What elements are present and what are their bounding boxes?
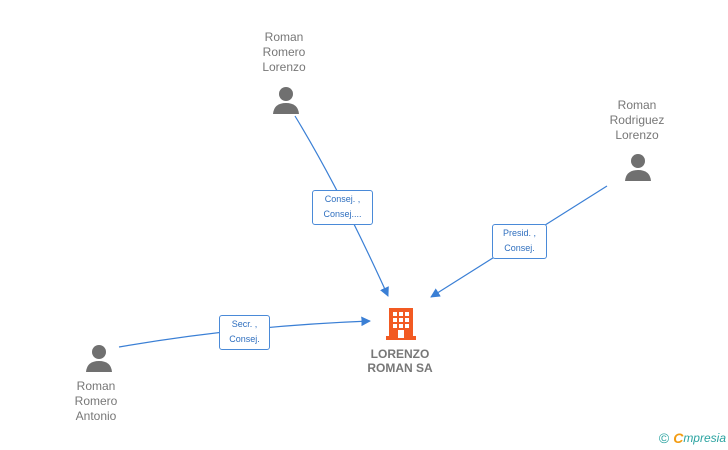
role-line: Consej. — [504, 243, 535, 253]
person-icon[interactable] — [84, 343, 114, 373]
role-line: Consej.... — [323, 209, 362, 219]
role-line: Consej. , — [324, 194, 361, 204]
person-icon[interactable] — [623, 152, 653, 182]
person-name-romero-antonio: Roman Romero Antonio — [74, 379, 118, 423]
person-name-rodriguez-lorenzo: Roman Rodriguez Lorenzo — [609, 98, 665, 142]
role-box-rodriguez-lorenzo: Presid. , Consej. — [492, 224, 547, 259]
role-line: Secr. , — [231, 319, 258, 329]
role-box-romero-lorenzo: Consej. , Consej.... — [312, 190, 373, 225]
building-icon[interactable] — [386, 306, 416, 340]
role-line: Presid. , — [502, 228, 536, 238]
brand-name: mpresia — [683, 431, 726, 445]
copyright-icon: © — [658, 430, 670, 446]
brand-footer[interactable]: © C mpresia — [659, 429, 726, 447]
company-name[interactable]: LORENZO ROMAN SA — [367, 347, 433, 375]
role-box-romero-antonio: Secr. , Consej. — [219, 315, 270, 350]
person-name-romero-lorenzo: Roman Romero Lorenzo — [262, 30, 306, 74]
role-line: Consej. — [229, 334, 260, 344]
brand-logo-letter: C — [673, 430, 684, 446]
person-icon[interactable] — [271, 85, 301, 115]
